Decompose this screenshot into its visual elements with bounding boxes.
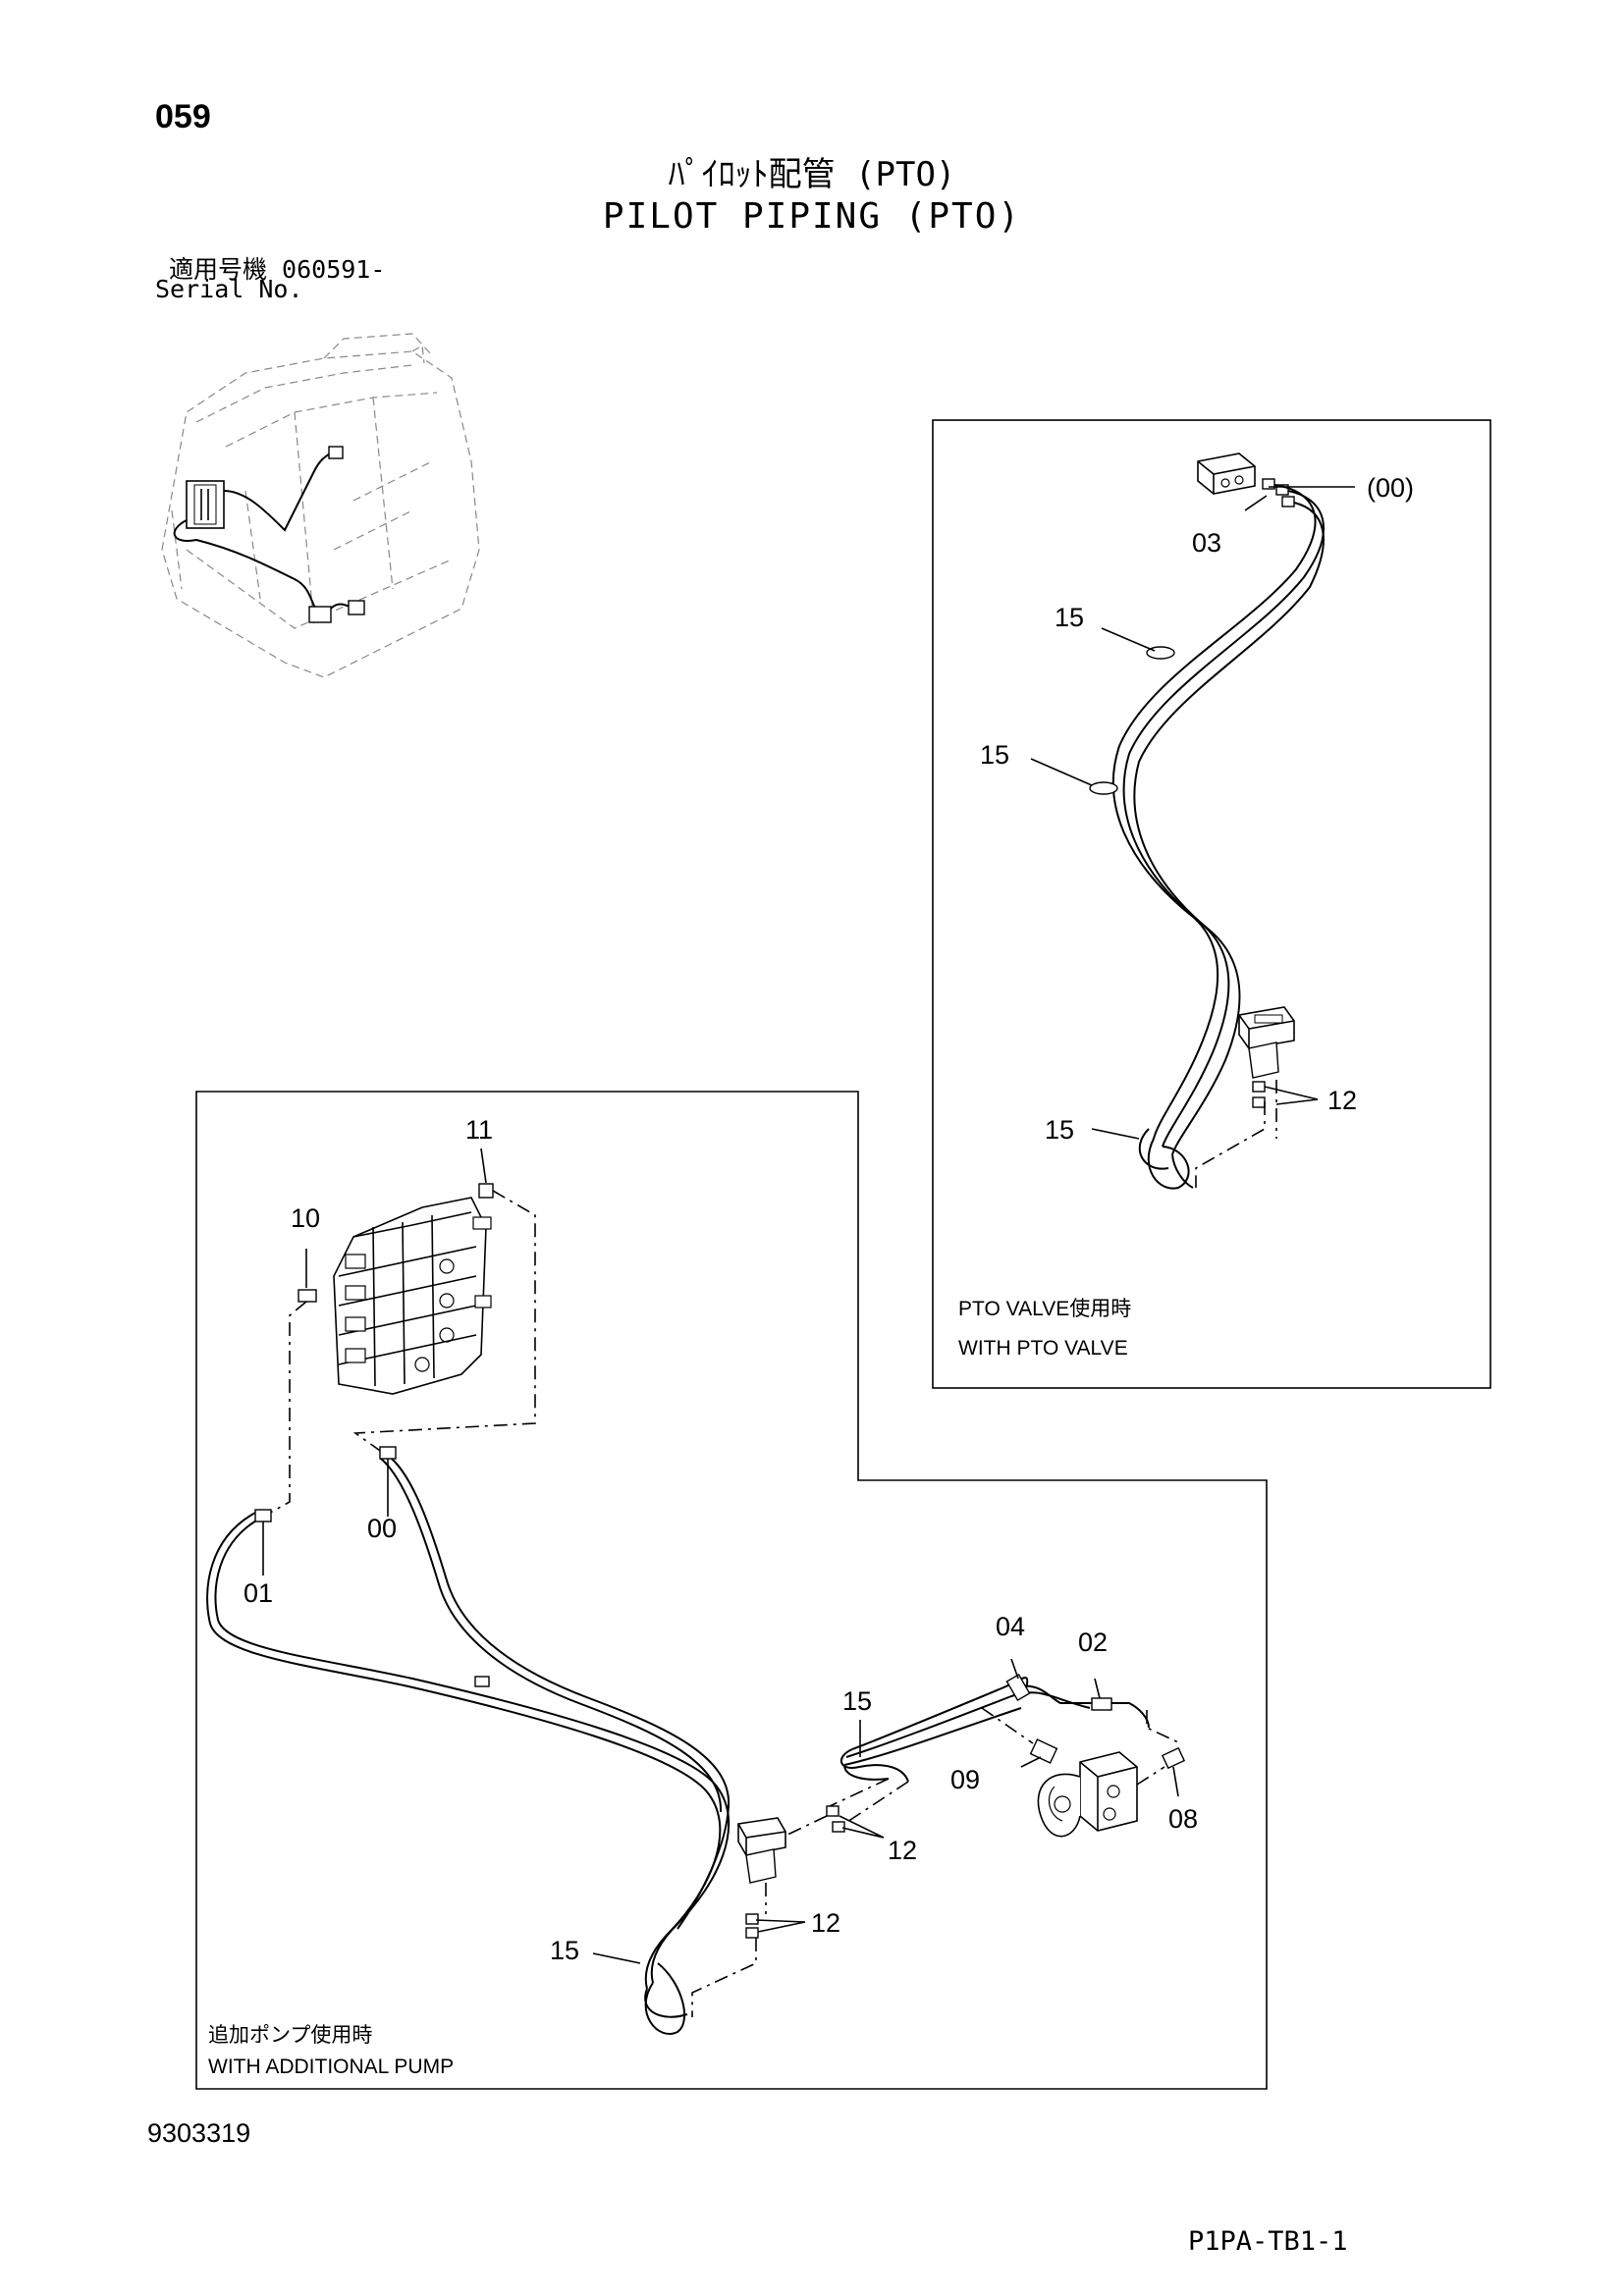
- title-english: PILOT PIPING (PTO): [602, 196, 1022, 237]
- pump-panel-frame: [195, 1091, 1268, 2090]
- pto-caption-english: WITH PTO VALVE: [958, 1337, 1128, 1360]
- callout-pump-02: 02: [1078, 1628, 1108, 1657]
- control-valve-assembly: [333, 1197, 492, 1395]
- additional-pump: [1037, 1751, 1138, 1838]
- document-number: 9303319: [147, 2118, 251, 2148]
- callout-pump-10: 10: [291, 1203, 320, 1233]
- callout-pump-00: 00: [367, 1514, 397, 1543]
- callout-pto-03: 03: [1192, 528, 1221, 558]
- machine-cab-overview: [161, 333, 480, 678]
- pto-panel-frame: [932, 419, 1491, 1389]
- pto-lower-valve: [1238, 1006, 1295, 1079]
- callout-pump-01: 01: [244, 1578, 273, 1608]
- pto-valve-block: [1197, 453, 1256, 495]
- callout-pump-12-b: 12: [811, 1908, 840, 1938]
- callout-pump-12-a: 12: [888, 1836, 917, 1865]
- callout-pump-15-a: 15: [842, 1686, 872, 1716]
- pump-caption-english: WITH ADDITIONAL PUMP: [208, 2056, 454, 2078]
- pto-caption-japanese: PTO VALVE使用時: [958, 1298, 1131, 1320]
- callout-pump-04: 04: [996, 1612, 1025, 1641]
- additional-pump-panel: [195, 1091, 1268, 2090]
- serial-label-english: Serial No.: [155, 275, 303, 303]
- pto-valve-panel: [932, 419, 1491, 1389]
- reference-code: P1PA-TB1-1: [1188, 2226, 1348, 2257]
- callout-pump-09: 09: [950, 1765, 980, 1794]
- callout-pto-00: (00): [1367, 473, 1414, 503]
- callout-pto-15-b: 15: [980, 740, 1009, 770]
- title-japanese: ﾊﾟｲﾛｯﾄ配管 (PTO): [668, 155, 956, 194]
- pump-lower-valve: [737, 1817, 786, 1884]
- callout-pto-15-c: 15: [1045, 1115, 1074, 1145]
- pump-caption-japanese: 追加ポンプ使用時: [208, 2024, 372, 2047]
- callout-pump-11: 11: [465, 1115, 493, 1145]
- callout-pto-12: 12: [1327, 1086, 1357, 1115]
- callout-pump-08: 08: [1168, 1804, 1198, 1834]
- serial-label-japanese: 適用号機 060591-: [169, 255, 386, 284]
- callout-pto-15-a: 15: [1055, 603, 1084, 632]
- page-number: 059: [155, 98, 211, 135]
- cab-valve-block: [186, 480, 225, 529]
- callout-pump-15-b: 15: [550, 1936, 579, 1965]
